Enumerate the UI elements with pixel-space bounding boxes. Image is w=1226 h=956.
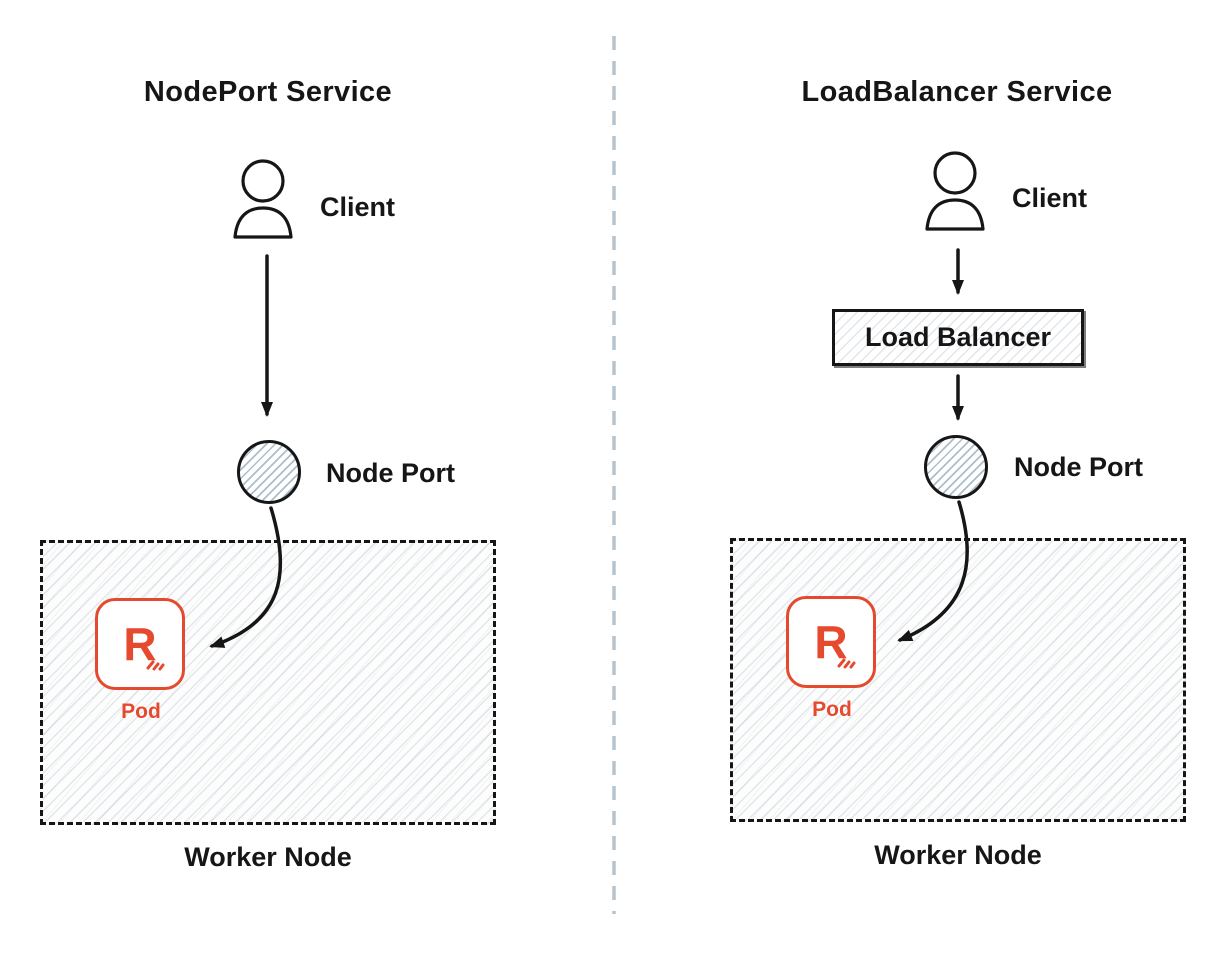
pod-logo-letter-left: R [123,618,157,670]
node-port-icon-left [237,440,301,504]
client-label-left: Client [320,192,396,222]
pod-logo-tail-icon [146,660,165,671]
node-port-label-left: Node Port [326,458,456,488]
pod-logo-tail-icon [837,658,856,669]
pod-box-right: R [786,596,876,688]
worker-node-label-right: Worker Node [874,840,1042,870]
node-port-label-right: Node Port [1014,452,1144,482]
worker-node-label-left: Worker Node [184,842,352,872]
pod-label-left: Pod [121,700,161,723]
client-label-right: Client [1012,183,1088,213]
pod-logo-letter-right: R [814,616,848,668]
load-balancer-label: Load Balancer [864,322,1052,352]
right-panel-title: LoadBalancer Service [801,76,1113,108]
left-panel-title: NodePort Service [143,76,393,108]
pod-label-right: Pod [812,698,852,721]
pod-logo-icon-right: R [814,616,856,669]
load-balancer-box: Load Balancer [832,309,1084,366]
client-icon-right [920,150,990,232]
pod-box-left: R [95,598,185,690]
pod-logo-icon-left: R [123,618,165,671]
client-icon-left [228,158,298,240]
node-port-icon-right [924,435,988,499]
